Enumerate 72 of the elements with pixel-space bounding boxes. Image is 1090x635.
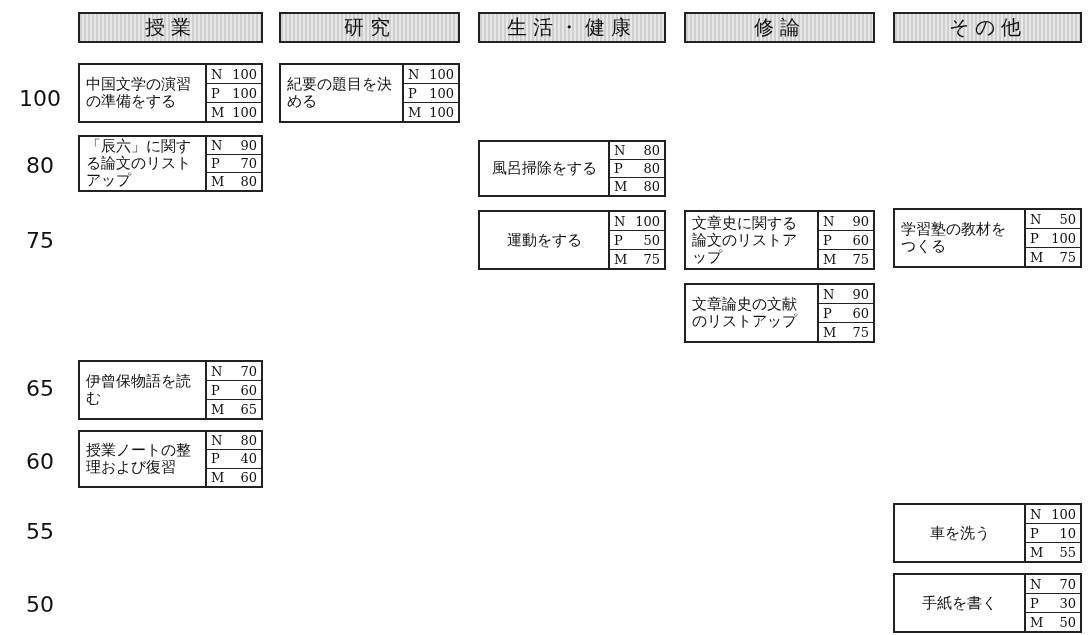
score-cell: N 90 bbox=[823, 286, 869, 302]
task-text: 授業ノートの整理および復習 bbox=[86, 442, 192, 476]
score-cell: M 100 bbox=[408, 104, 454, 120]
task-text: 中国文学の演習の準備をする bbox=[86, 76, 192, 110]
row-value: 55 bbox=[25, 519, 55, 544]
score-cell: N 100 bbox=[614, 213, 660, 229]
score-cell: P 60 bbox=[211, 382, 257, 398]
task-box bbox=[893, 573, 1082, 633]
column-header: その他 bbox=[893, 12, 1082, 43]
score-cell: N 70 bbox=[211, 363, 257, 379]
score-cell: N 70 bbox=[1030, 576, 1076, 592]
task-text: 文章史に関する論文のリストアップ bbox=[692, 214, 798, 266]
score-cell: N 80 bbox=[614, 143, 660, 158]
score-cell: P 100 bbox=[211, 85, 257, 101]
task-text: 運動をする bbox=[506, 231, 582, 249]
task-box bbox=[78, 360, 263, 420]
score-cell: P 60 bbox=[823, 305, 869, 321]
task-box bbox=[684, 283, 875, 343]
score-cell: P 30 bbox=[1030, 595, 1076, 611]
score-cell: M 55 bbox=[1030, 544, 1076, 560]
row-value: 50 bbox=[25, 592, 55, 617]
score-cell: M 75 bbox=[1030, 249, 1076, 265]
column-header: 修論 bbox=[684, 12, 875, 43]
score-cell: M 80 bbox=[211, 174, 257, 189]
row-value: 65 bbox=[25, 376, 55, 401]
score-cell: N 50 bbox=[1030, 211, 1076, 227]
task-text: 車を洗う bbox=[929, 524, 990, 542]
score-cell: P 60 bbox=[823, 232, 869, 248]
score-cell: M 60 bbox=[211, 469, 257, 485]
score-cell: N 100 bbox=[408, 66, 454, 82]
task-box bbox=[478, 140, 666, 197]
score-cell: M 75 bbox=[823, 251, 869, 267]
task-text: 風呂掃除をする bbox=[491, 160, 597, 177]
score-cell: M 80 bbox=[614, 179, 660, 194]
task-box bbox=[893, 503, 1082, 563]
score-cell: P 40 bbox=[211, 451, 257, 467]
score-cell: P 80 bbox=[614, 161, 660, 176]
task-box bbox=[893, 208, 1082, 268]
task-text: 文章論史の文献のリストアップ bbox=[692, 296, 799, 330]
task-text: 「辰六」に関する論文のリストアップ bbox=[86, 138, 192, 189]
row-value: 75 bbox=[25, 228, 55, 253]
score-cell: N 90 bbox=[211, 138, 257, 153]
score-cell: N 100 bbox=[1030, 506, 1076, 522]
score-cell: N 100 bbox=[211, 66, 257, 82]
score-cell: N 90 bbox=[823, 213, 869, 229]
score-cell: M 65 bbox=[211, 401, 257, 417]
column-header: 研究 bbox=[279, 12, 460, 43]
column-header: 生活・健康 bbox=[478, 12, 666, 43]
task-box bbox=[478, 210, 666, 270]
score-cell: M 100 bbox=[211, 104, 257, 120]
task-text: 紀要の題目を決める bbox=[287, 76, 393, 110]
score-cell: P 70 bbox=[211, 156, 257, 171]
score-cell: N 80 bbox=[211, 433, 257, 449]
score-cell: M 75 bbox=[614, 251, 660, 267]
score-cell: M 75 bbox=[823, 324, 869, 340]
task-text: 学習塾の教材をつくる bbox=[901, 221, 1007, 255]
score-cell: P 10 bbox=[1030, 525, 1076, 541]
task-box bbox=[279, 63, 460, 123]
score-cell: P 100 bbox=[408, 85, 454, 101]
task-box bbox=[78, 135, 263, 192]
score-cell: P 100 bbox=[1030, 230, 1076, 246]
task-box bbox=[684, 210, 875, 270]
task-box bbox=[78, 430, 263, 488]
column-header: 授業 bbox=[78, 12, 263, 43]
task-box bbox=[78, 63, 263, 123]
row-value: 100 bbox=[18, 86, 62, 111]
task-text: 手紙を書く bbox=[922, 594, 997, 612]
task-text: 伊曾保物語を読む bbox=[86, 373, 192, 407]
row-value: 60 bbox=[25, 449, 55, 474]
score-cell: P 50 bbox=[614, 232, 660, 248]
row-value: 80 bbox=[25, 153, 55, 178]
score-cell: M 50 bbox=[1030, 614, 1076, 630]
